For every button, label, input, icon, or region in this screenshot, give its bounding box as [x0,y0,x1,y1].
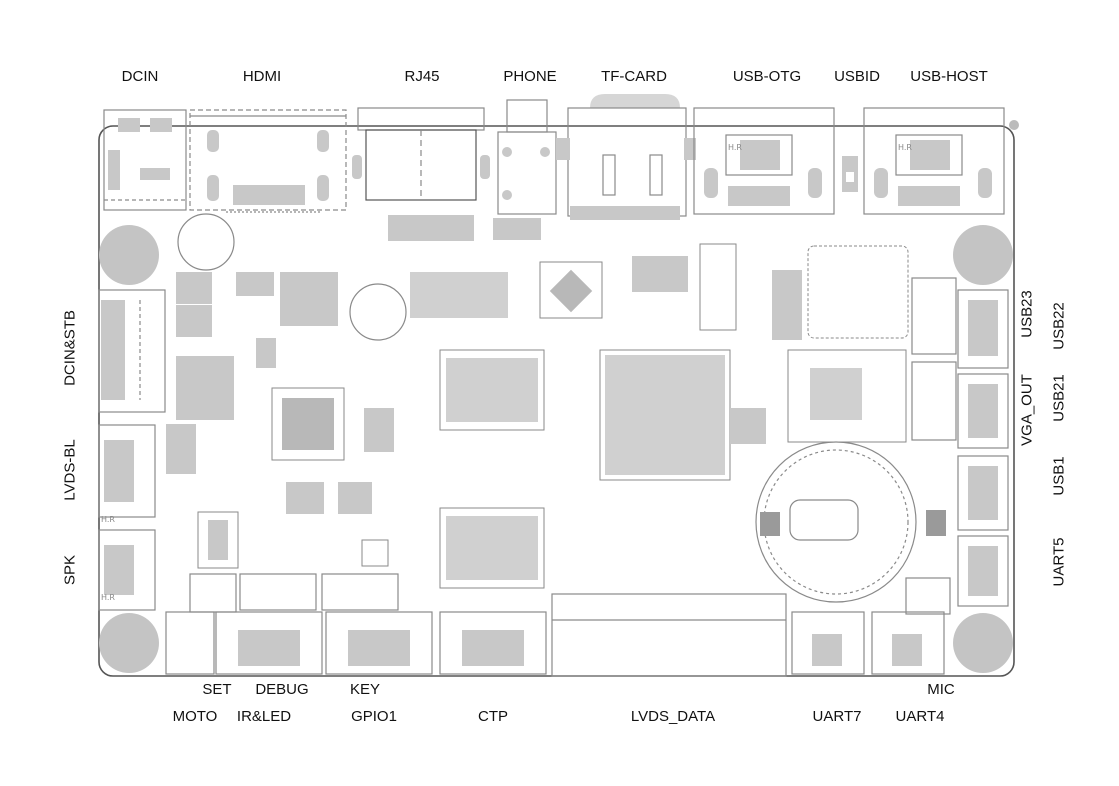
wifi-module-drawing [807,245,909,339]
svg-text:H.R: H.R [101,515,115,524]
label-lvds-bl: LVDS-BL [61,439,79,501]
label-usb23: USB23 [1018,290,1036,338]
phone-jack-drawing [493,99,557,240]
label-usb21: USB21 [1050,374,1068,422]
svg-text:H.R: H.R [101,593,115,602]
label-tf-card: TF-CARD [601,68,667,85]
dcin-jack-drawing [103,109,187,211]
mount-hole-top-left [99,225,159,285]
label-usb22: USB22 [1050,302,1068,350]
label-ir-led: IR&LED [236,708,292,725]
mount-hole-bottom-right [953,613,1013,673]
bottom-connectors-drawing [165,573,951,677]
dcin-stb-connector-drawing [98,289,166,413]
label-dcin: DCIN [121,68,159,85]
svg-text:H.R: H.R [728,143,742,152]
label-rj45: RJ45 [404,68,440,85]
tf-card-slot-drawing [556,94,696,220]
label-debug: DEBUG [255,681,309,698]
label-usbid: USBID [834,68,880,85]
svg-text:H.R: H.R [898,143,912,152]
emmc-chip-drawing [787,349,907,443]
memory-chip-top-drawing [439,349,545,431]
right-side-connectors-drawing [911,277,1009,607]
qfp-chip-drawing [271,387,345,461]
label-gpio1: GPIO1 [351,708,397,725]
label-spk: SPK [61,554,79,586]
label-uart7: UART7 [812,708,862,725]
hdmi-connector-drawing [189,109,347,213]
lvds-bl-connector-drawing: H.R [98,424,156,524]
label-uart4: UART4 [895,708,945,725]
usbid-switch-drawing [842,156,858,192]
label-usb1: USB1 [1050,456,1068,496]
mount-hole-bottom-left [99,613,159,673]
label-usb-otg: USB-OTG [732,68,802,85]
soc-chip-drawing [599,349,731,481]
label-key: KEY [349,681,381,698]
label-hdmi: HDMI [242,68,282,85]
label-moto: MOTO [172,708,218,725]
label-phone: PHONE [503,68,557,85]
spk-connector-drawing: H.R [98,529,156,611]
fiducial [1009,120,1019,130]
label-dcin-stb: DCIN&STB [61,310,79,386]
mount-hole-top-right [953,225,1013,285]
rj45-connector-drawing [352,107,490,241]
memory-chip-bottom-drawing [439,507,545,589]
label-uart5: UART5 [1050,537,1068,587]
usb-otg-connector-drawing: H.R [693,107,835,215]
label-set: SET [202,681,232,698]
soic-chip-drawing [410,272,508,318]
label-mic: MIC [927,681,955,698]
passive-components-drawing [166,213,802,569]
label-usb-host: USB-HOST [910,68,988,85]
label-ctp: CTP [478,708,508,725]
label-vga-out: VGA_OUT [1018,374,1036,446]
usb-host-connector-drawing: H.R [863,107,1005,215]
label-lvds-data: LVDS_DATA [630,708,716,725]
